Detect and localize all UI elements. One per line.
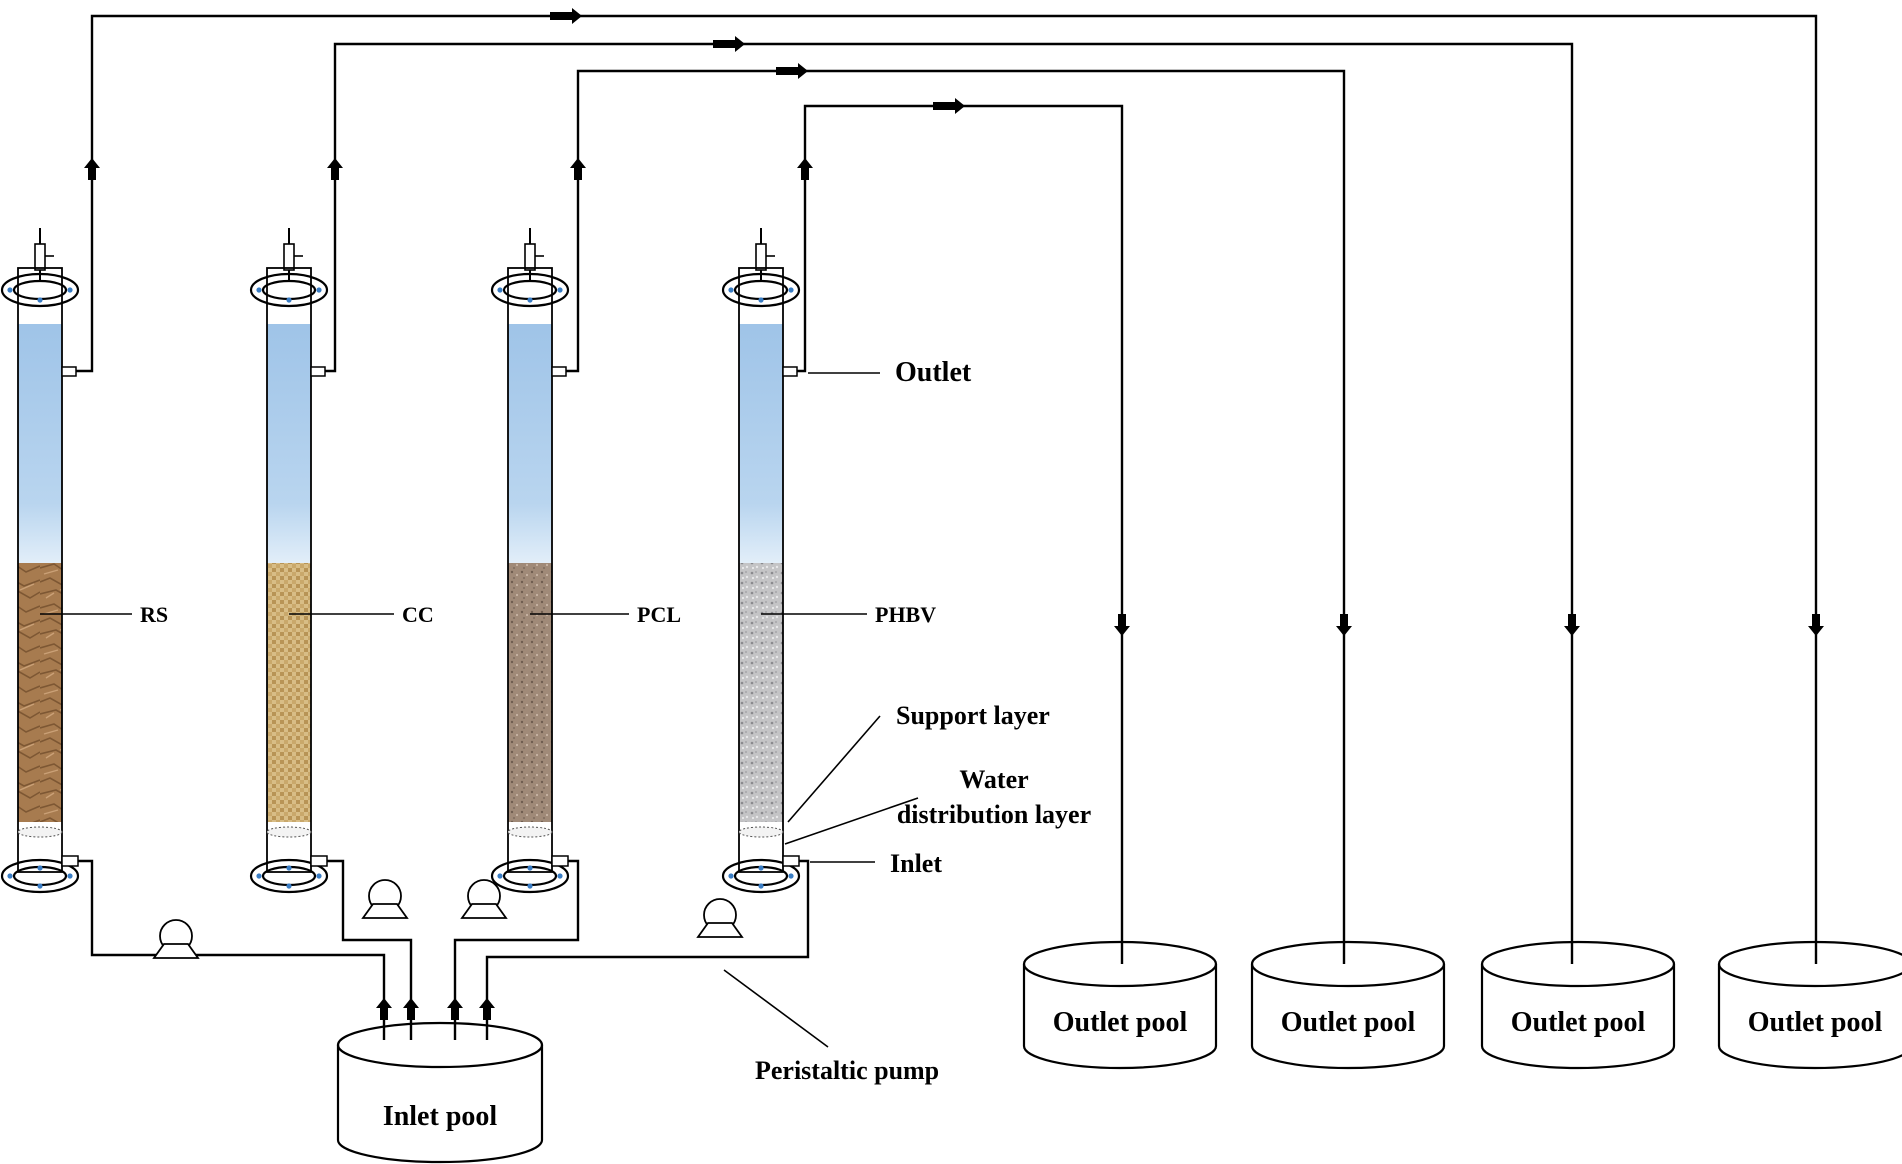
column-rs-label: RS (140, 602, 168, 627)
outlet-pool-1-label: Outlet pool (1053, 1007, 1188, 1038)
column-cc-bottom-flange (249, 858, 329, 894)
column-cc-support-layer (266, 826, 312, 838)
peristaltic-pump-pcl (460, 879, 508, 919)
column-phbv-vent-valve (755, 243, 767, 271)
column-rs-vent-valve (34, 243, 46, 271)
column-pcl: PCL (490, 228, 681, 894)
column-pcl-water (508, 324, 552, 563)
column-phbv-effluent-pipe (797, 98, 1130, 964)
column-phbv-water (739, 324, 783, 563)
column-rs-feed-arrow (376, 998, 392, 1020)
column-phbv-feed-line (479, 859, 810, 1040)
column-rs-effluent-pipe (76, 8, 1824, 964)
column-phbv-label: PHBV (875, 602, 936, 627)
inlet-pool-label: Inlet pool (383, 1101, 498, 1132)
column-cc-vent-valve (283, 243, 295, 271)
inlet-pool: Inlet pool (336, 1021, 544, 1164)
support-layer-label: Support layer (896, 701, 1050, 730)
water-distribution-label-line2: distribution layer (897, 800, 1091, 829)
peristaltic-pump-cc (361, 879, 409, 919)
column-phbv-feed-arrow (479, 998, 495, 1020)
column-pcl-bottom-flange (490, 858, 570, 894)
outlet-pool-3: Outlet pool (1480, 940, 1676, 1070)
column-rs-riser-arrow (84, 158, 100, 180)
column-pcl-feed-arrow (447, 998, 463, 1020)
column-pcl-down-arrow (1336, 614, 1352, 636)
columns-layer: RS CC PCL PHBV (0, 228, 936, 894)
column-rs-water (18, 324, 62, 563)
outlet-pool-4-label: Outlet pool (1748, 1007, 1883, 1038)
outlet-pool-2-label: Outlet pool (1281, 1007, 1416, 1038)
column-rs: RS (0, 228, 168, 894)
column-cc-media (267, 563, 311, 822)
column-pcl-riser-arrow (570, 158, 586, 180)
column-cc: CC (249, 228, 434, 894)
column-cc-water (267, 324, 311, 563)
column-phbv-down-arrow (1114, 614, 1130, 636)
column-rs-top-arrow (550, 8, 582, 24)
column-cc-inlet-port (310, 855, 328, 867)
outlet-pools-layer: Outlet pool Outlet pool Outlet pool Outlet … (1022, 940, 1902, 1070)
column-rs-bottom-flange (0, 858, 80, 894)
column-cc-outlet-port (310, 366, 326, 377)
column-pcl-tube (507, 267, 553, 873)
pipes-layer (76, 8, 1824, 1040)
column-pcl-effluent-pipe (566, 63, 1352, 964)
column-phbv-outlet-port (782, 366, 798, 377)
column-pcl-inlet-port (551, 855, 569, 867)
outlet-pool-4: Outlet pool (1717, 940, 1902, 1070)
column-pcl-top-arrow (776, 63, 808, 79)
column-pcl-feed-line (447, 859, 580, 1040)
column-phbv-riser-arrow (797, 158, 813, 180)
peristaltic-pump-rs (152, 919, 200, 959)
column-cc-feed-arrow (403, 998, 419, 1020)
column-pcl-vent-valve (524, 243, 536, 271)
column-cc-effluent-pipe (325, 36, 1580, 964)
column-cc-top-arrow (713, 36, 745, 52)
column-phbv-tube (738, 267, 784, 873)
column-cc-feed-line (327, 859, 419, 1040)
column-phbv: PHBV (721, 228, 936, 894)
column-pcl-support-layer (507, 826, 553, 838)
column-rs-feed-line (78, 859, 392, 1040)
outlet-label: Outlet (895, 357, 972, 388)
column-cc-label: CC (402, 602, 434, 627)
column-pcl-label: PCL (637, 602, 681, 627)
peristaltic-pump-phbv (696, 898, 744, 938)
column-rs-media (18, 563, 62, 822)
outlet-pool-3-label: Outlet pool (1511, 1007, 1646, 1038)
column-phbv-top-arrow (933, 98, 965, 114)
column-phbv-bottom-flange (721, 858, 801, 894)
inlet-label: Inlet (890, 849, 942, 878)
column-phbv-media (739, 563, 783, 822)
column-rs-outlet-port (61, 366, 77, 377)
column-cc-riser-arrow (327, 158, 343, 180)
outlet-pool-2: Outlet pool (1250, 940, 1446, 1070)
peristaltic-pump-label: Peristaltic pump (755, 1056, 939, 1085)
column-rs-tube (17, 267, 63, 873)
column-phbv-inlet-port (782, 855, 800, 867)
column-rs-inlet-port (61, 855, 79, 867)
column-rs-support-layer (17, 826, 63, 838)
column-pcl-outlet-port (551, 366, 567, 377)
label-leaders (723, 372, 919, 1048)
column-rs-down-arrow (1808, 614, 1824, 636)
column-cc-down-arrow (1564, 614, 1580, 636)
column-cc-tube (266, 267, 312, 873)
water-distribution-label-line1: Water (959, 765, 1028, 794)
column-pcl-media (508, 563, 552, 822)
column-phbv-support-layer (738, 826, 784, 838)
outlet-pool-1: Outlet pool (1022, 940, 1218, 1070)
